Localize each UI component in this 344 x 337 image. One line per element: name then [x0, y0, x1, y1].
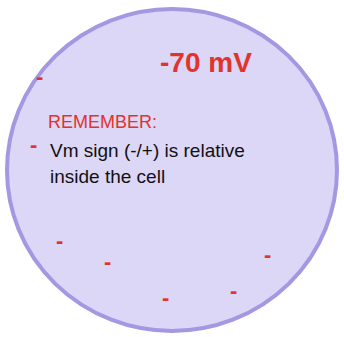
remember-heading: REMEMBER:	[48, 110, 198, 134]
charge-mark: -	[104, 251, 111, 273]
charge-mark: -	[30, 134, 37, 156]
charge-mark: -	[264, 244, 271, 266]
charge-mark: -	[56, 230, 63, 252]
voltage-value: -70 mV	[160, 44, 310, 82]
charge-mark: -	[36, 66, 43, 88]
cell-membrane: -70 mV REMEMBER: Vm sign (-/+) is relative…	[4, 6, 340, 334]
charge-mark: -	[162, 287, 169, 309]
membrane-note: Vm sign (-/+) is relative inside the cel…	[50, 138, 290, 189]
charge-mark: -	[230, 280, 237, 302]
